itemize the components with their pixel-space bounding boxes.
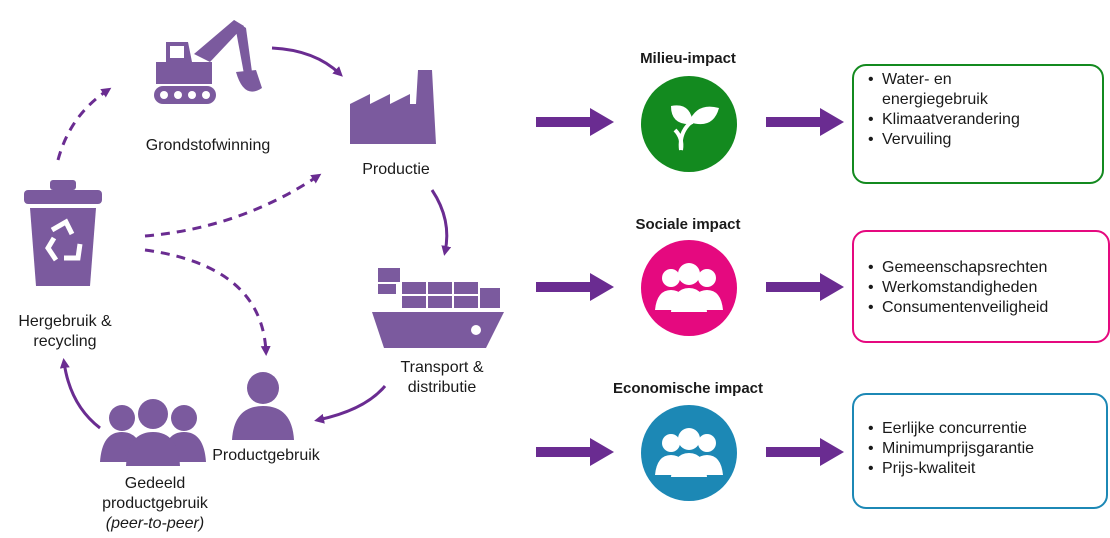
person-icon	[228, 370, 298, 442]
list-item: Werkomstandigheden	[868, 278, 1094, 298]
list-item: Minimumprijsgarantie	[868, 439, 1092, 459]
list-item: Eerlijke concurrentie	[868, 419, 1092, 439]
group-icon	[655, 428, 723, 477]
arrow-winning-to-productie	[271, 46, 343, 77]
economische-impact-title: Economische impact	[612, 380, 764, 397]
recycle-bin-icon	[22, 178, 104, 290]
dashed-arrow-hergebruik-to-productie	[144, 173, 322, 238]
list-item: Gemeenschapsrechten	[868, 258, 1094, 278]
dashed-arrow-hergebruik-to-gebruik	[144, 248, 271, 356]
productgebruik-label: Productgebruik	[212, 447, 320, 464]
dashed-arrow-hergebruik-to-winning	[56, 87, 112, 161]
transport-label: Transport & distributie	[400, 359, 484, 396]
group-icon	[655, 263, 723, 312]
excavator-icon	[148, 14, 268, 114]
economische-impact-circle	[641, 405, 737, 501]
list-item: Klimaatverandering	[868, 110, 1088, 130]
impact-arrows	[536, 108, 844, 466]
milieu-impact-circle	[641, 76, 737, 172]
hergebruik-label: Hergebruik & recycling	[18, 313, 112, 350]
arrow-gedeeld-to-hergebruik	[59, 358, 101, 430]
list-item: Vervuiling	[868, 130, 1088, 150]
sociale-impact-box: Gemeenschapsrechten Werkomstandigheden C…	[852, 230, 1110, 343]
group-icon	[98, 399, 208, 466]
leaf-icon	[671, 105, 719, 151]
arrow-transport-to-gebruik	[314, 385, 387, 424]
productie-label: Productie	[362, 161, 430, 178]
milieu-impact-title: Milieu-impact	[640, 50, 736, 67]
economische-impact-box: Eerlijke concurrentie Minimumprijsgarant…	[852, 393, 1108, 509]
sociale-impact-title: Sociale impact	[635, 216, 741, 233]
list-item: Consumentenveiligheid	[868, 298, 1094, 318]
factory-icon	[346, 68, 446, 148]
cargo-ship-icon	[372, 262, 510, 354]
grondstofwinning-label: Grondstofwinning	[145, 137, 271, 154]
list-item: Prijs-kwaliteit	[868, 459, 1092, 479]
arrow-productie-to-transport	[430, 189, 452, 256]
gedeeld-label: Gedeeld productgebruik (peer-to-peer)	[102, 475, 208, 532]
sociale-impact-circle	[641, 240, 737, 336]
